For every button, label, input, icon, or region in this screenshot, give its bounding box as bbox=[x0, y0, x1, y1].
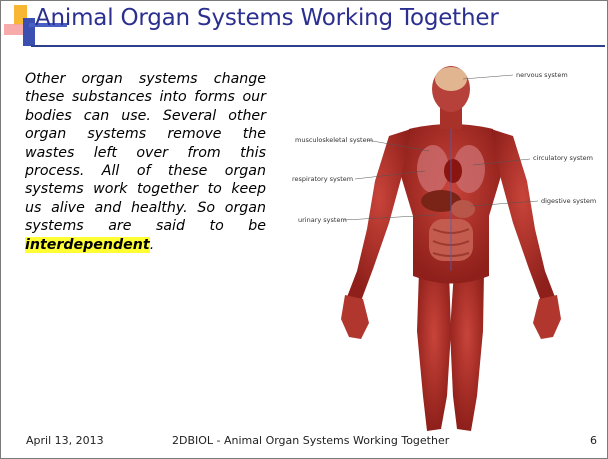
label-musculoskeletal-system: musculoskeletal system bbox=[295, 136, 373, 144]
body-text: Other organ systems change these substan… bbox=[25, 70, 266, 254]
body-silhouette bbox=[341, 66, 561, 431]
footer-date: April 13, 2013 bbox=[26, 434, 104, 447]
body-text-main: Other organ systems change these substan… bbox=[25, 71, 266, 234]
label-circulatory-system: circulatory system bbox=[533, 154, 593, 162]
human-organ-systems-figure: nervous system musculoskeletal system ci… bbox=[286, 59, 601, 437]
label-nervous-system: nervous system bbox=[516, 71, 568, 79]
body-text-end: . bbox=[150, 237, 155, 253]
brain-region bbox=[435, 67, 467, 91]
label-urinary-system: urinary system bbox=[298, 216, 347, 224]
label-digestive-system: digestive system bbox=[541, 197, 596, 205]
highlighted-term: interdependent bbox=[25, 237, 150, 253]
footer-title: 2DBIOL - Animal Organ Systems Working To… bbox=[172, 434, 449, 447]
slide-title: Animal Organ Systems Working Together bbox=[35, 5, 499, 31]
label-respiratory-system: respiratory system bbox=[292, 175, 353, 183]
page-number: 6 bbox=[590, 434, 597, 447]
